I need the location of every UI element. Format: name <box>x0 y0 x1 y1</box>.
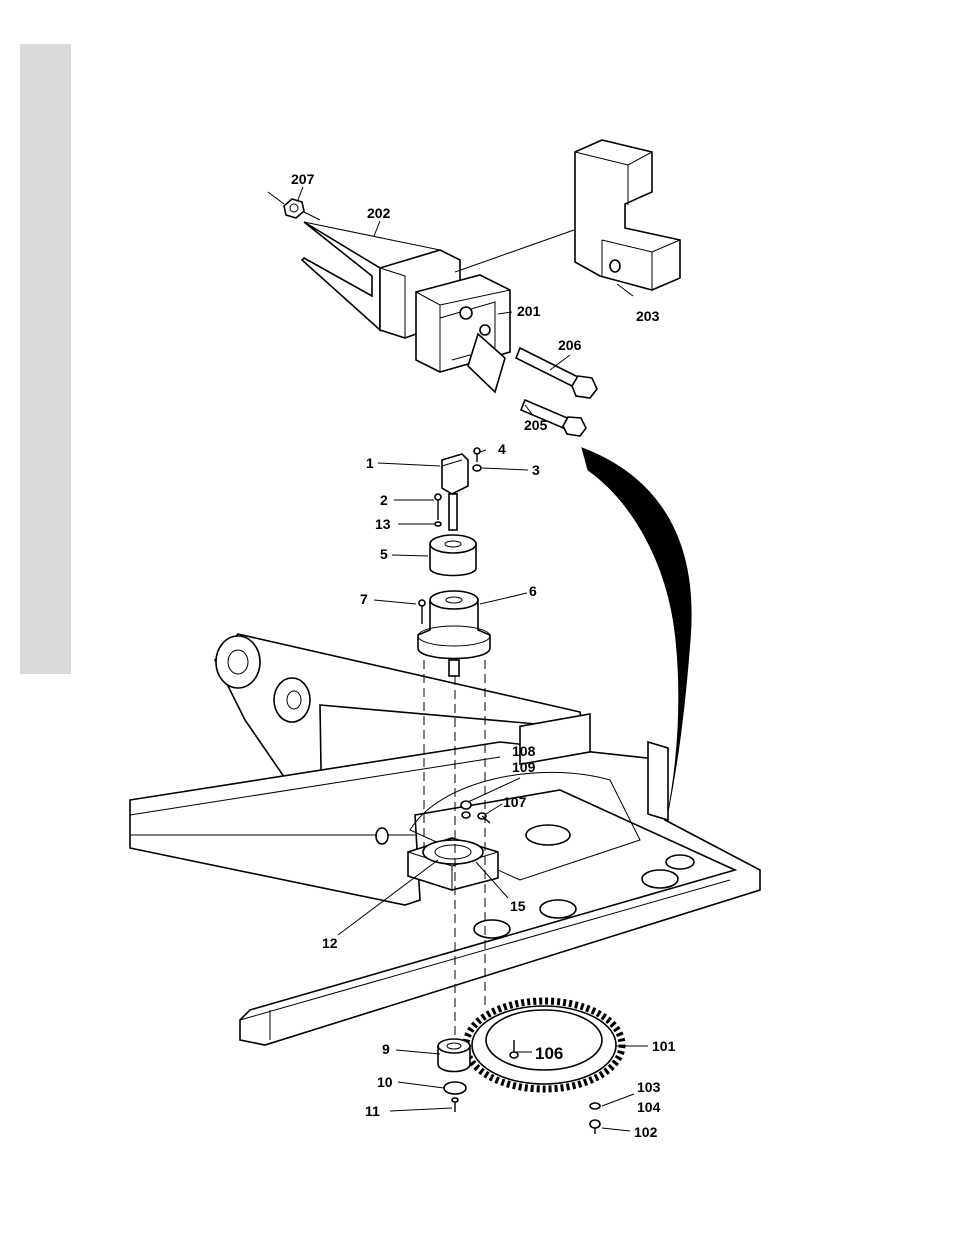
label-106: 106 <box>535 1044 563 1063</box>
washer-103-104 <box>590 1103 600 1109</box>
nut-207 <box>284 199 304 218</box>
label-3: 3 <box>532 462 540 478</box>
screw-11 <box>452 1098 458 1112</box>
label-12: 12 <box>322 935 338 951</box>
label-10: 10 <box>377 1074 393 1090</box>
bolt-206 <box>516 348 597 398</box>
pinion-9 <box>438 1039 470 1072</box>
label-13: 13 <box>375 516 391 532</box>
plate-10 <box>444 1082 466 1094</box>
label-1: 1 <box>366 455 374 471</box>
label-206: 206 <box>558 337 582 353</box>
washer-3 <box>473 465 481 471</box>
washer-13 <box>435 522 441 526</box>
label-11: 11 <box>365 1103 380 1119</box>
label-207: 207 <box>291 171 315 187</box>
counterweight-203 <box>575 140 680 290</box>
bolt-102 <box>590 1120 600 1134</box>
washer-109 <box>462 812 470 818</box>
label-201: 201 <box>517 303 541 319</box>
label-102: 102 <box>634 1124 658 1140</box>
label-103: 103 <box>637 1079 661 1095</box>
label-205: 205 <box>524 417 548 433</box>
screw-7 <box>419 600 425 624</box>
label-108: 108 <box>512 743 536 759</box>
label-202: 202 <box>367 205 391 221</box>
screw-4 <box>474 448 480 462</box>
mount-frame-201 <box>416 275 510 392</box>
gearbox-6 <box>418 591 490 676</box>
label-101: 101 <box>652 1038 676 1054</box>
screw-2 <box>435 494 441 520</box>
label-109: 109 <box>512 759 536 775</box>
label-15: 15 <box>510 898 526 914</box>
label-4: 4 <box>498 441 506 457</box>
label-104: 104 <box>637 1099 661 1115</box>
motor-1 <box>442 454 468 530</box>
bolt-107 <box>478 813 490 823</box>
label-2: 2 <box>380 492 388 508</box>
brake-5 <box>430 535 476 576</box>
label-7: 7 <box>360 591 368 607</box>
label-203: 203 <box>636 308 660 324</box>
label-5: 5 <box>380 546 388 562</box>
label-6: 6 <box>529 583 537 599</box>
washer-108 <box>461 801 471 809</box>
label-107: 107 <box>503 794 527 810</box>
label-9: 9 <box>382 1041 390 1057</box>
